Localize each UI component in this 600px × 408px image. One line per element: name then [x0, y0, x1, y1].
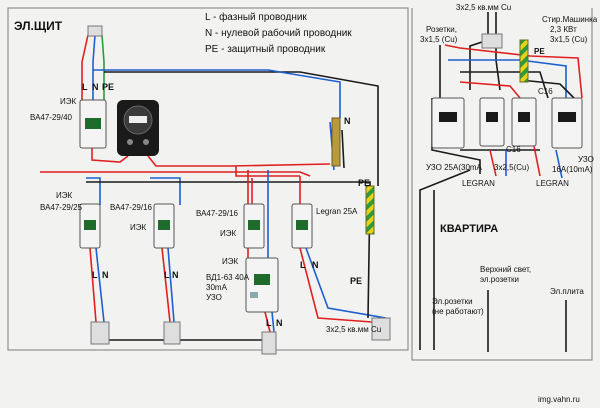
panel-title: ЭЛ.ЩИТ: [14, 19, 63, 33]
cable-entry: [87, 25, 103, 37]
watermark: img.vahn.ru: [538, 395, 580, 404]
wire-label-pe-out: PE: [350, 276, 362, 286]
c16-label-b: C16: [506, 145, 521, 154]
apartment-pe-label: PE: [534, 47, 545, 56]
wire-label-n-4: N: [312, 260, 319, 270]
legend-earth: PE - защитный проводник: [205, 44, 326, 55]
rcd-brand: ИЭК: [222, 257, 239, 266]
c16-label-a: C16: [538, 87, 553, 96]
breaker-2-model: ВА47-29/16: [110, 203, 153, 212]
wire-label-l-main: L: [82, 82, 88, 92]
apartment-border: [411, 8, 593, 361]
breaker-1-model: ВА47-29/25: [40, 203, 83, 212]
sockets-line2: 3x1,5 (Cu): [420, 35, 458, 44]
rcd-device: [245, 257, 279, 313]
breaker-4-model: Legran 25A: [316, 207, 358, 216]
breaker-main: [79, 99, 107, 149]
el-sockets-line1: Эл.розетки: [432, 297, 473, 306]
cable-end-2: [163, 321, 181, 345]
breaker-1-brand: ИЭК: [56, 191, 73, 200]
earth-busbar: [365, 185, 375, 235]
apartment-earth-bus: [519, 39, 529, 83]
rcd-model-line1: ВД1-63 40А: [206, 273, 250, 282]
uzo-right-line1: УЗО: [578, 155, 594, 164]
wire-label-l-4: L: [300, 260, 306, 270]
uzo-right-line2: 16А(10mA): [552, 165, 593, 174]
stove-label: Эл.плита: [550, 287, 584, 296]
brand-right: LEGRAN: [536, 179, 569, 188]
wire-label-l-2: L: [164, 270, 170, 280]
breaker-1: [79, 203, 101, 249]
washer-line1: Стир.Машинка: [542, 15, 598, 24]
sockets-line1: Розетки,: [426, 25, 457, 34]
legend-phase: L - фазный проводник: [205, 11, 307, 23]
breaker-2: [153, 203, 175, 249]
apartment-cable-top: 3x2,5 кв.мм Cu: [456, 3, 511, 12]
electricity-meter: [117, 100, 159, 156]
breaker-4: [291, 203, 313, 249]
panel-feed-wires: [81, 34, 379, 186]
rcd-model-line2: 30mA: [206, 283, 228, 292]
wire-label-l-rcd: L: [266, 318, 272, 328]
breaker-3-brand: ИЭК: [220, 229, 237, 238]
wire-label-n-1: N: [102, 270, 109, 280]
breaker-2-brand: ИЭК: [130, 223, 147, 232]
neutral-busbar: [331, 117, 341, 167]
breaker-3: [243, 203, 265, 249]
washer-line3: 3x1,5 (Cu): [550, 35, 588, 44]
breaker-3-model: ВА47-29/16: [196, 209, 239, 218]
uzo-left-label: УЗО 25А(30mA: [426, 163, 483, 172]
main-breaker-model: ВА47-29/40: [30, 113, 73, 122]
wire-label-n-rcd: N: [276, 318, 283, 328]
brand-left: LEGRAN: [462, 179, 495, 188]
cable-end-1: [90, 321, 110, 345]
main-breaker-brand: ИЭК: [60, 97, 77, 106]
cable-mid-label: 3x2,5(Cu): [494, 163, 529, 172]
wire-label-pe-bus: PE: [358, 178, 370, 188]
wire-label-n-2: N: [172, 270, 179, 280]
washer-line2: 2,3 КВт: [550, 25, 577, 34]
legend-neutral: N - нулевой рабочий проводник: [205, 27, 352, 39]
wire-label-n-bus: N: [344, 116, 351, 126]
wire-label-n-main: N: [92, 82, 99, 92]
cable-end-3: [261, 331, 277, 355]
el-sockets-line2: (не работают): [432, 307, 484, 316]
cable-end-4: [371, 317, 391, 341]
panel-border: [7, 7, 409, 351]
cable-bottom-label: 3x2,5 кв.мм Cu: [326, 325, 381, 334]
light-line1: Верхний свет,: [480, 265, 531, 274]
apartment-title: КВАРТИРА: [440, 223, 498, 235]
apartment-breakers: [431, 97, 583, 149]
wire-label-l-1: L: [92, 270, 98, 280]
wire-label-pe-main: PE: [102, 82, 114, 92]
apartment-cable-entry: [481, 33, 503, 49]
light-line2: эл.розетки: [480, 275, 519, 284]
rcd-model-line3: УЗО: [206, 293, 222, 302]
